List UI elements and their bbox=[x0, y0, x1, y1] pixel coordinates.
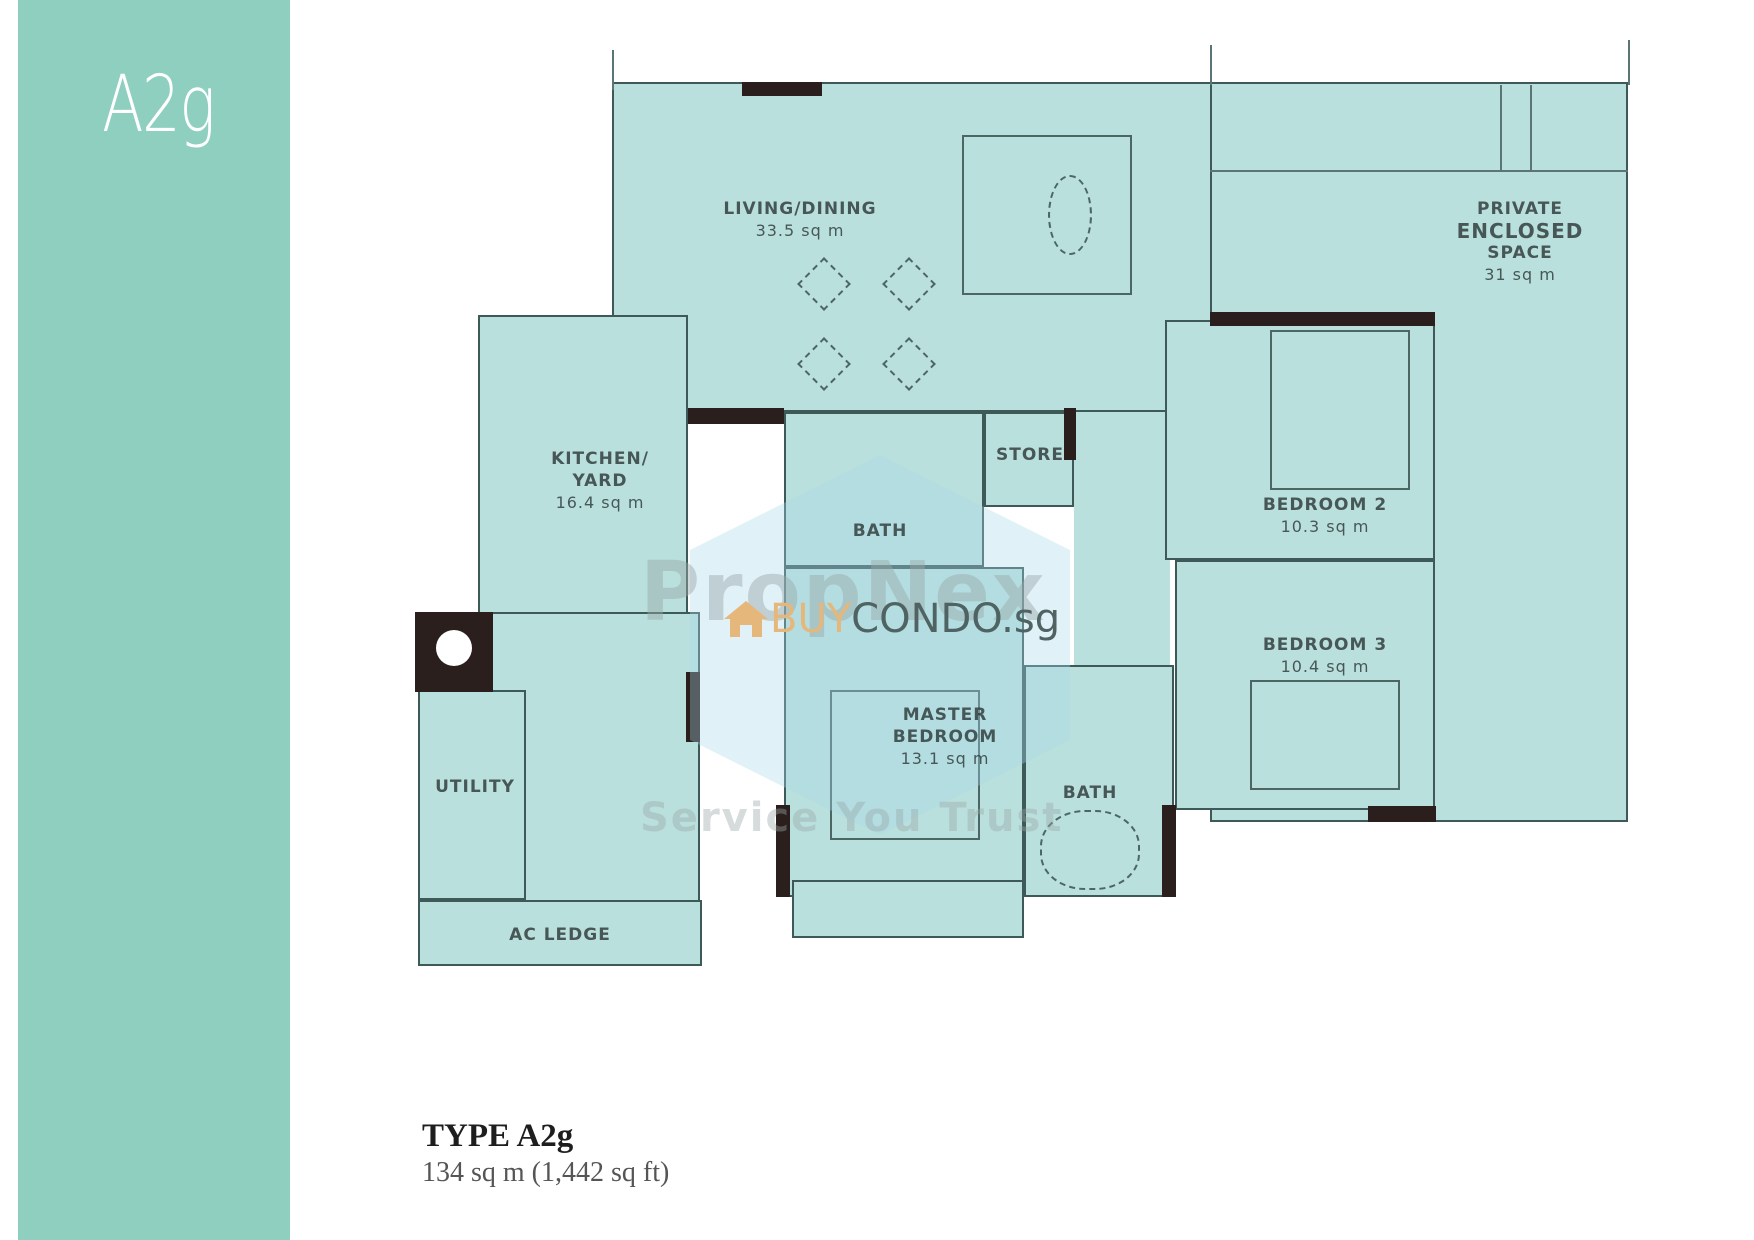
label-bath-2: BATH bbox=[1050, 782, 1130, 804]
room-name: BEDROOM 2 bbox=[1262, 495, 1388, 515]
dining-table-icon bbox=[962, 135, 1132, 295]
label-store: STORE bbox=[990, 444, 1070, 466]
column bbox=[1368, 806, 1436, 822]
room-name: BEDROOM bbox=[892, 727, 998, 747]
column bbox=[776, 805, 790, 897]
room-name: UTILITY bbox=[435, 777, 515, 797]
column bbox=[1210, 312, 1435, 326]
label-bedroom-3: BEDROOM 3 10.4 sq m bbox=[1240, 634, 1410, 678]
room-name: SPACE bbox=[1487, 243, 1553, 263]
room-kitchen-yard bbox=[478, 315, 688, 615]
label-private-enclosed: PRIVATE ENCLOSED SPACE 31 sq m bbox=[1440, 198, 1600, 286]
room-living-dining bbox=[612, 82, 1212, 412]
label-ac-ledge: AC LEDGE bbox=[480, 924, 640, 946]
label-kitchen-yard: KITCHEN/ YARD 16.4 sq m bbox=[530, 448, 670, 514]
caption-size: 134 sq m (1,442 sq ft) bbox=[422, 1157, 670, 1188]
dining-oval-icon bbox=[1048, 175, 1092, 255]
partition-line bbox=[1500, 85, 1502, 170]
bathtub-icon bbox=[1040, 810, 1140, 890]
pipe-duct-icon bbox=[436, 630, 472, 666]
partition-line bbox=[1210, 45, 1212, 85]
room-name: ENCLOSED bbox=[1456, 219, 1584, 243]
bed-icon bbox=[1270, 330, 1410, 490]
room-name: MASTER bbox=[902, 705, 988, 725]
room-area: 33.5 sq m bbox=[755, 221, 845, 240]
room-name: BATH bbox=[1062, 783, 1118, 803]
partition-line bbox=[1210, 170, 1628, 172]
room-utility bbox=[418, 690, 526, 900]
room-area: 10.4 sq m bbox=[1280, 657, 1370, 676]
room-name: KITCHEN/ bbox=[551, 449, 649, 469]
label-master-bedroom: MASTER BEDROOM 13.1 sq m bbox=[860, 704, 1030, 770]
room-store bbox=[984, 412, 1074, 507]
watermark-condo: CONDO.sg bbox=[851, 596, 1061, 642]
room-bedroom-3 bbox=[1175, 560, 1435, 810]
room-master-ledge bbox=[792, 880, 1024, 938]
room-name: YARD bbox=[572, 471, 628, 491]
room-name: BEDROOM 3 bbox=[1262, 635, 1388, 655]
room-name: LIVING/DINING bbox=[723, 199, 877, 219]
room-name: BATH bbox=[852, 521, 908, 541]
room-name: STORE bbox=[996, 445, 1064, 465]
partition-line bbox=[1530, 85, 1532, 170]
room-name: AC LEDGE bbox=[509, 925, 611, 945]
partition-line bbox=[1628, 40, 1630, 85]
bed-icon bbox=[1250, 680, 1400, 790]
column bbox=[688, 408, 784, 424]
room-area: 31 sq m bbox=[1484, 265, 1556, 284]
label-bath-1: BATH bbox=[840, 520, 920, 542]
column bbox=[742, 82, 822, 96]
column bbox=[686, 672, 700, 742]
label-bedroom-2: BEDROOM 2 10.3 sq m bbox=[1240, 494, 1410, 538]
room-name: PRIVATE bbox=[1477, 199, 1563, 219]
watermark-tagline: Service You Trust bbox=[640, 795, 1064, 841]
room-area: 13.1 sq m bbox=[900, 749, 990, 768]
plan-caption: TYPE A2g 134 sq m (1,442 sq ft) bbox=[422, 1118, 669, 1189]
column bbox=[1162, 805, 1176, 897]
partition-line bbox=[612, 50, 614, 90]
watermark-brand: PropNex bbox=[640, 545, 1047, 640]
column bbox=[1064, 408, 1076, 460]
caption-title: TYPE A2g bbox=[422, 1118, 574, 1154]
watermark-buy: BUY bbox=[770, 596, 852, 642]
bed-icon bbox=[830, 690, 980, 840]
label-living-dining: LIVING/DINING 33.5 sq m bbox=[700, 198, 900, 242]
room-area: 16.4 sq m bbox=[555, 493, 645, 512]
unit-type-title: A2g bbox=[102, 60, 216, 150]
room-area: 10.3 sq m bbox=[1280, 517, 1370, 536]
room-ac-ledge bbox=[418, 900, 702, 966]
house-icon bbox=[724, 601, 768, 637]
label-utility: UTILITY bbox=[425, 776, 525, 798]
unit-type-sidebar: A2g bbox=[18, 0, 290, 1240]
room-bath-1 bbox=[784, 412, 984, 567]
